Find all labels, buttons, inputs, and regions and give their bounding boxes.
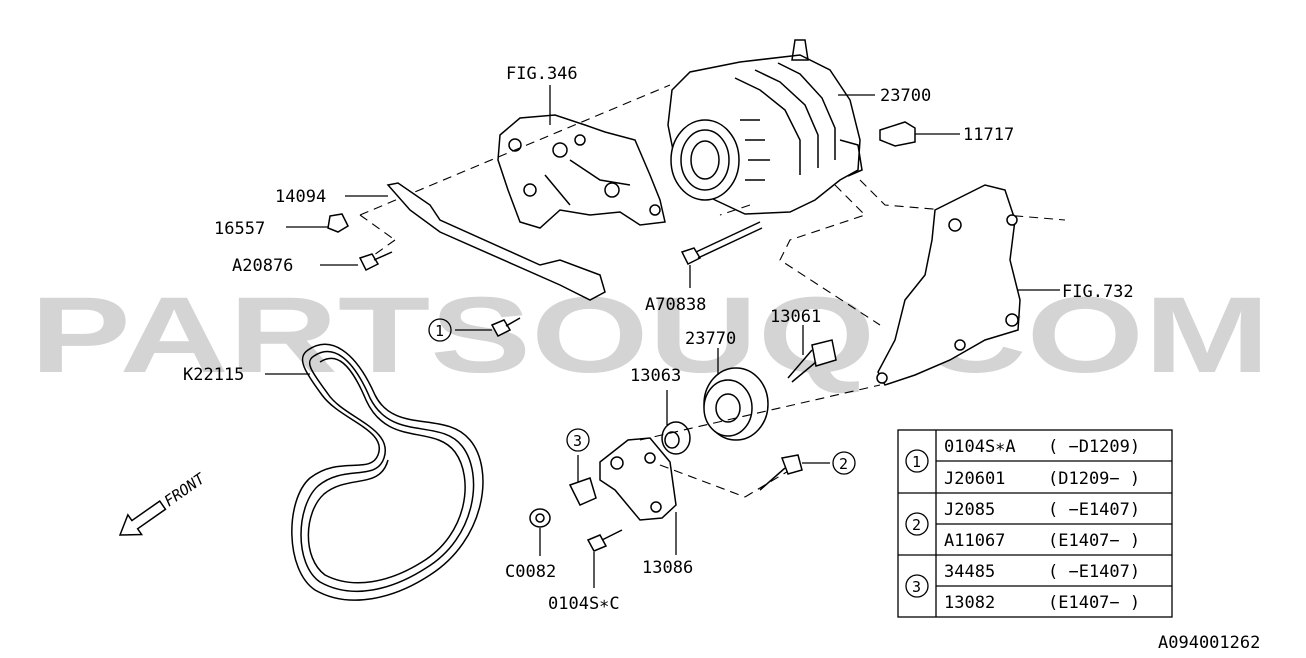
- callout-fig346[interactable]: FIG.346: [506, 64, 578, 84]
- alternator-drawing[interactable]: [667, 39, 863, 215]
- ref-marker-2-label: 2: [839, 455, 848, 473]
- clip-16557[interactable]: [327, 213, 349, 233]
- callout-13086[interactable]: 13086: [642, 558, 693, 578]
- legend-range: (E1407− ): [1048, 531, 1140, 551]
- bolt-A20876[interactable]: [358, 251, 393, 272]
- callout-0104SC[interactable]: 0104S∗C: [548, 594, 620, 614]
- legend-range: ( −D1209): [1048, 437, 1140, 457]
- bolt-0104SC[interactable]: [586, 529, 623, 552]
- callout-14094[interactable]: 14094: [275, 187, 326, 207]
- legend-ref-1-label: 1: [912, 453, 921, 471]
- callout-13063[interactable]: 13063: [630, 366, 681, 386]
- callout-23700[interactable]: 23700: [880, 86, 931, 106]
- stud-13061[interactable]: [787, 339, 837, 383]
- ref-marker-1-label: 1: [435, 322, 444, 340]
- legend-part[interactable]: J2085: [944, 500, 995, 520]
- legend-part[interactable]: 13082: [944, 593, 995, 613]
- ref-marker-2[interactable]: [832, 451, 856, 475]
- legend-range: (D1209− ): [1048, 469, 1140, 489]
- idler-bracket-13086[interactable]: [599, 437, 677, 521]
- bolt-A70838[interactable]: [680, 221, 763, 266]
- front-arrow-icon: FRONT: [118, 469, 209, 536]
- legend-range: ( −E1407): [1048, 500, 1140, 520]
- callout-13061[interactable]: 13061: [770, 307, 821, 327]
- clip-11717[interactable]: [879, 121, 916, 147]
- callout-C0082[interactable]: C0082: [505, 562, 556, 582]
- legend-range: ( −E1407): [1048, 562, 1140, 582]
- legend-table: 1 2 3 0104S∗A ( −D1209) J20601 (D1209− )…: [897, 429, 1173, 618]
- callout-A70838[interactable]: A70838: [645, 295, 706, 315]
- legend-ref-3-label: 3: [912, 578, 921, 596]
- bracket-fig346-drawing[interactable]: [497, 114, 666, 229]
- watermark-text: PARTSOUQ.COM: [30, 274, 1270, 395]
- legend-part[interactable]: J20601: [944, 469, 1005, 489]
- legend-part[interactable]: 34485: [944, 562, 995, 582]
- diagram-id: A094001262: [1158, 633, 1260, 653]
- front-label: FRONT: [161, 469, 209, 510]
- idler-pulley-23770[interactable]: [703, 367, 769, 441]
- legend-ref-3: [905, 574, 929, 598]
- bolt-ref2[interactable]: [759, 454, 803, 491]
- legend-ref-2: [905, 512, 929, 536]
- ref-marker-1[interactable]: [428, 318, 452, 342]
- spacer-13063[interactable]: [661, 421, 691, 455]
- callout-fig732[interactable]: FIG.732: [1062, 282, 1134, 302]
- callout-11717[interactable]: 11717: [963, 125, 1014, 145]
- legend-part[interactable]: A11067: [944, 531, 1005, 551]
- ref-marker-3[interactable]: [566, 428, 590, 452]
- callout-23770[interactable]: 23770: [685, 329, 736, 349]
- callout-K22115[interactable]: K22115: [183, 365, 244, 385]
- legend-ref-1: [905, 449, 929, 473]
- v-belt-K22115[interactable]: [291, 343, 484, 601]
- legend-range: (E1407− ): [1048, 593, 1140, 613]
- stay-14094[interactable]: [386, 182, 606, 301]
- ref-marker-3-label: 3: [573, 432, 582, 450]
- spacer-ref3[interactable]: [568, 477, 597, 506]
- legend-part[interactable]: 0104S∗A: [944, 437, 1016, 457]
- legend-ref-2-label: 2: [912, 516, 921, 534]
- callout-A20876[interactable]: A20876: [232, 256, 293, 276]
- callout-16557[interactable]: 16557: [214, 219, 265, 239]
- bracket-fig732-drawing[interactable]: [876, 184, 1021, 386]
- nut-C0082[interactable]: [529, 508, 551, 528]
- bolt-ref1[interactable]: [490, 317, 521, 337]
